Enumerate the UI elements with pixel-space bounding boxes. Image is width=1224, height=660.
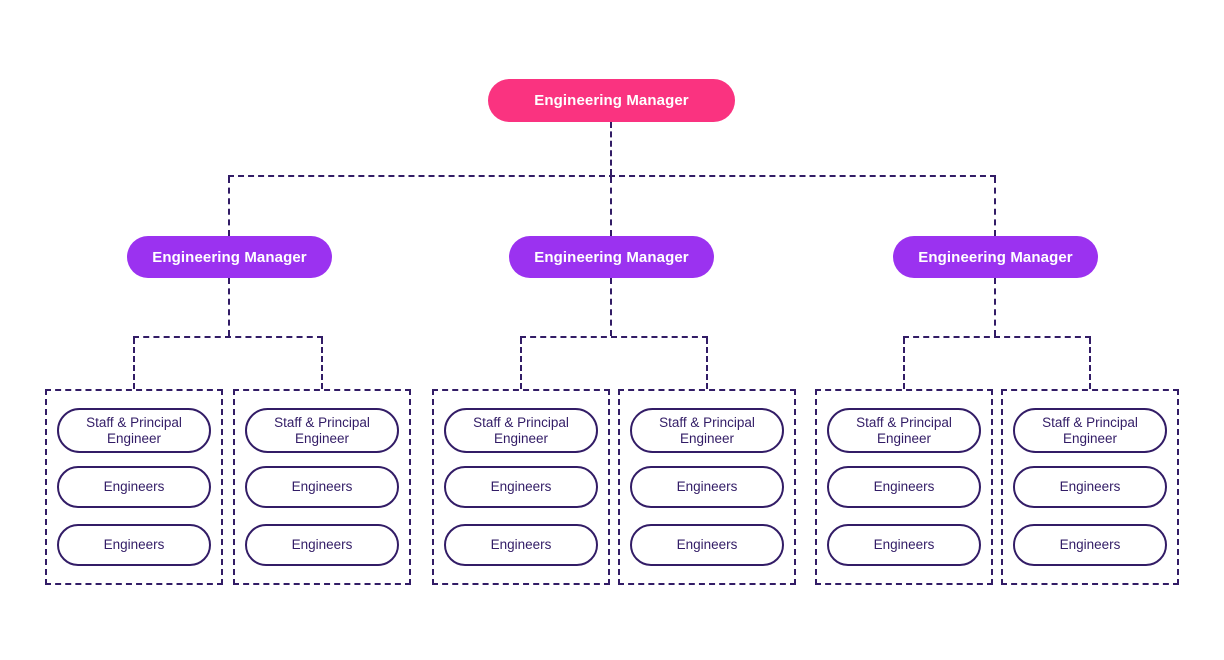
role-node: Staff & Principal Engineer [630, 408, 784, 453]
connector-drop-team-3 [520, 338, 522, 389]
role-node: Engineers [444, 524, 598, 566]
connector-manager3-stem [994, 278, 996, 336]
role-node: Staff & Principal Engineer [827, 408, 981, 453]
role-node: Engineers [827, 466, 981, 508]
connector-drop-team-2 [321, 338, 323, 389]
role-node: Engineers [1013, 466, 1167, 508]
connector-manager3-bus [903, 336, 1091, 338]
role-node: Staff & Principal Engineer [444, 408, 598, 453]
team-group-6: Staff & Principal Engineer Engineers Eng… [1001, 389, 1179, 585]
connector-drop-team-5 [903, 338, 905, 389]
connector-root-stem [610, 122, 612, 175]
team-group-5: Staff & Principal Engineer Engineers Eng… [815, 389, 993, 585]
connector-drop-manager-3 [994, 177, 996, 236]
root-node: Engineering Manager [488, 79, 735, 122]
connector-manager1-stem [228, 278, 230, 336]
manager-node-1: Engineering Manager [127, 236, 332, 278]
role-node: Staff & Principal Engineer [57, 408, 211, 453]
connector-manager2-stem [610, 278, 612, 336]
connector-drop-team-6 [1089, 338, 1091, 389]
role-node: Engineers [1013, 524, 1167, 566]
role-node: Engineers [57, 466, 211, 508]
team-group-4: Staff & Principal Engineer Engineers Eng… [618, 389, 796, 585]
connector-level1-bus [228, 175, 996, 177]
connector-drop-manager-1 [228, 177, 230, 236]
manager-node-2: Engineering Manager [509, 236, 714, 278]
role-node: Staff & Principal Engineer [1013, 408, 1167, 453]
role-node: Staff & Principal Engineer [245, 408, 399, 453]
team-group-2: Staff & Principal Engineer Engineers Eng… [233, 389, 411, 585]
role-node: Engineers [245, 524, 399, 566]
role-node: Engineers [245, 466, 399, 508]
team-group-1: Staff & Principal Engineer Engineers Eng… [45, 389, 223, 585]
connector-drop-team-1 [133, 338, 135, 389]
connector-manager1-bus [133, 336, 323, 338]
role-node: Engineers [827, 524, 981, 566]
manager-node-3: Engineering Manager [893, 236, 1098, 278]
connector-drop-manager-2 [610, 177, 612, 236]
connector-manager2-bus [520, 336, 708, 338]
role-node: Engineers [444, 466, 598, 508]
role-node: Engineers [630, 466, 784, 508]
connector-drop-team-4 [706, 338, 708, 389]
role-node: Engineers [630, 524, 784, 566]
role-node: Engineers [57, 524, 211, 566]
team-group-3: Staff & Principal Engineer Engineers Eng… [432, 389, 610, 585]
